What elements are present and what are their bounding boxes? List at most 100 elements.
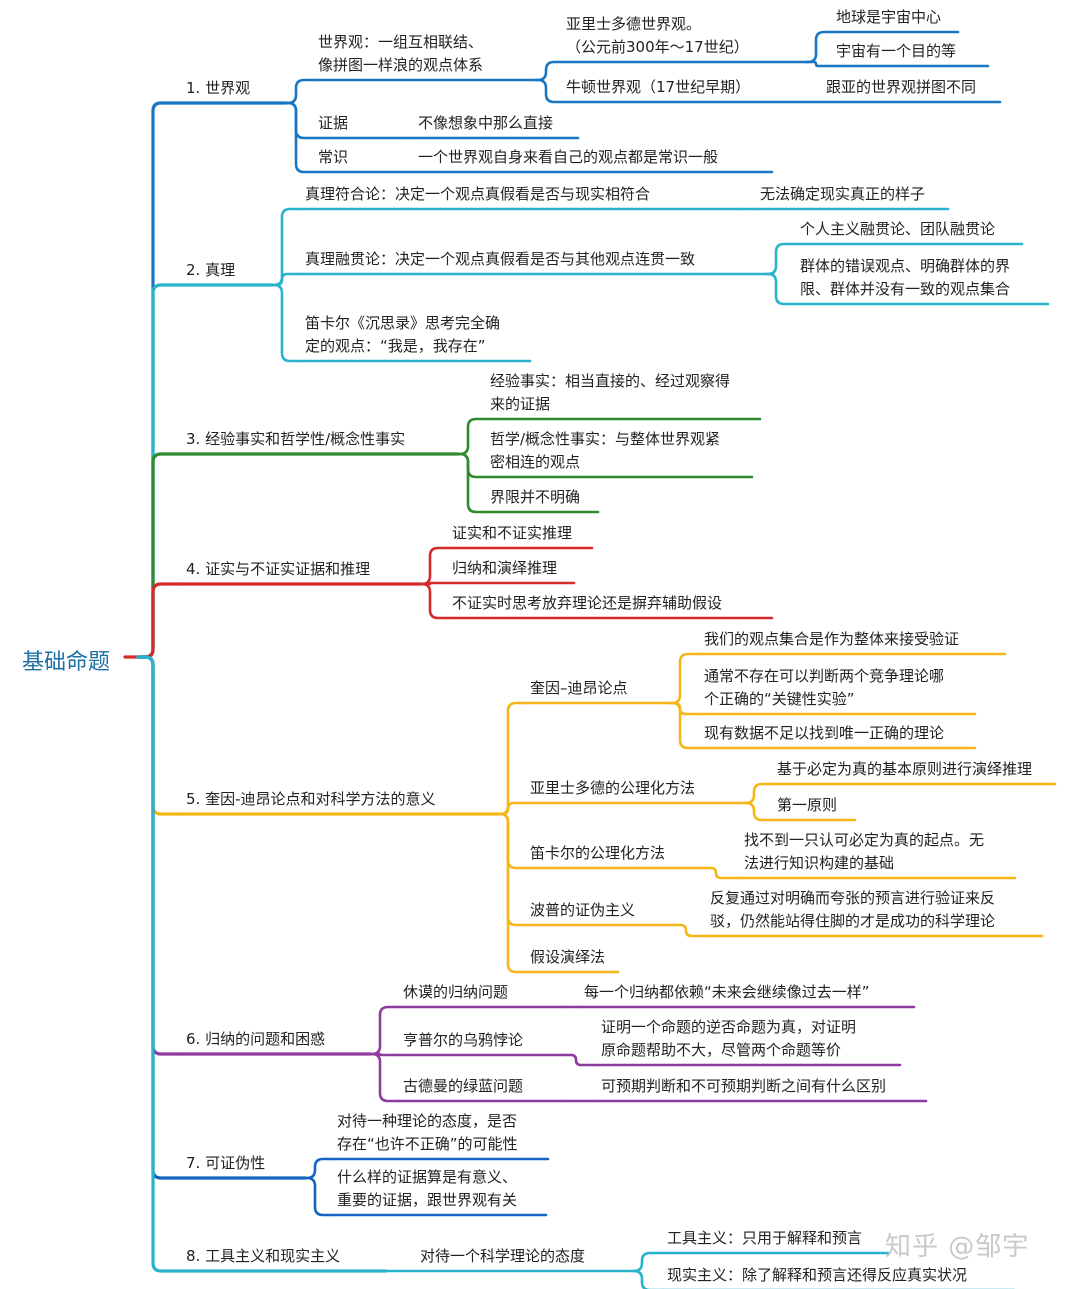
connector-line — [456, 417, 488, 456]
node-label[interactable]: 现有数据不足以找到唯一正确的理论 — [704, 724, 945, 742]
connector-line — [668, 701, 702, 716]
node-label[interactable]: 工具主义：只用于解释和预言 — [667, 1229, 863, 1247]
connector-line — [804, 30, 834, 64]
node-label[interactable]: 世界观：一组互相联结、 — [318, 33, 484, 51]
connector-line — [284, 78, 316, 105]
node-label[interactable]: 哲学/概念性事实：与整体世界观紧 — [490, 430, 721, 448]
connector-line — [764, 272, 798, 306]
node-label[interactable]: （公元前300年～17世纪） — [566, 38, 749, 56]
branch-label[interactable]: 7. 可证伪性 — [186, 1154, 266, 1172]
connector-line — [418, 581, 450, 586]
node-label[interactable]: 常识 — [318, 148, 349, 166]
node-label[interactable]: 反复通过对明确而夸张的预言进行验证来反 — [710, 889, 996, 907]
trunk-connector — [136, 582, 184, 659]
node-label[interactable]: 重要的证据，跟世界观有关 — [337, 1191, 518, 1209]
node-label[interactable]: 无法确定现实真正的样子 — [760, 185, 926, 203]
connector-line — [270, 272, 303, 287]
node-label[interactable]: 不证实时思考放弃理论还是摒弃辅助假设 — [452, 594, 723, 612]
node-label[interactable]: 密相连的观点 — [490, 453, 581, 471]
node-label[interactable]: 真理符合论：决定一个观点真假看是否与现实相符合 — [305, 185, 651, 203]
node-label[interactable]: 定的观点：“我是，我存在” — [305, 337, 486, 355]
node-label[interactable]: 证实和不证实推理 — [452, 524, 573, 542]
connector-line — [630, 1251, 665, 1273]
node-label[interactable]: 存在“也许不正确”的可能性 — [337, 1135, 518, 1153]
node-label[interactable]: 牛顿世界观（17世纪早期） — [566, 78, 751, 96]
connector-line — [368, 1052, 401, 1103]
node-label[interactable]: 一个世界观自身来看自己的观点都是常识一般 — [418, 148, 719, 166]
node-label[interactable]: 像拼图一样浪的观点体系 — [318, 56, 484, 74]
node-label[interactable]: 跟亚的世界观拼图不同 — [826, 78, 977, 96]
branch-label[interactable]: 5. 奎因-迪昂论点和对科学方法的意义 — [186, 790, 436, 808]
node-label[interactable]: 证明一个命题的逆否命题为真，对证明 — [601, 1018, 857, 1036]
branch-label[interactable]: 4. 证实与不证实证据和推理 — [186, 560, 371, 578]
node-label[interactable]: 驳，仍然能站得住脚的才是成功的科学理论 — [710, 912, 996, 930]
node-label[interactable]: 亨普尔的乌鸦悖论 — [403, 1031, 524, 1049]
node-label[interactable]: 第一原则 — [777, 796, 838, 814]
connector-line — [456, 452, 488, 479]
connector-line — [534, 60, 564, 82]
node-label[interactable]: 个正确的“关键性实验” — [704, 690, 855, 708]
branch-label[interactable]: 8. 工具主义和现实主义 — [186, 1247, 341, 1265]
connector-line — [674, 923, 708, 938]
connector-line — [764, 242, 798, 276]
node-label[interactable]: 亚里士多德的公理化方法 — [530, 779, 696, 797]
node-label[interactable]: 休谟的归纳问题 — [403, 983, 509, 1001]
connector-line — [368, 1052, 401, 1057]
node-label[interactable]: 假设演绎法 — [530, 948, 606, 966]
node-label[interactable]: 可预期判断和不可预期判断之间有什么区别 — [601, 1077, 887, 1095]
trunk-connector — [136, 283, 184, 659]
connector-line — [630, 1269, 664, 1289]
branch-label[interactable]: 2. 真理 — [186, 261, 236, 279]
connector-line — [564, 1053, 599, 1067]
node-label[interactable]: 每一个归纳都依赖“未来会继续像过去一样” — [584, 983, 870, 1001]
node-label[interactable]: 对待一种理论的态度，是否 — [337, 1112, 518, 1130]
node-label[interactable]: 对待一个科学理论的态度 — [420, 1247, 586, 1265]
node-label[interactable]: 法进行知识构建的基础 — [744, 854, 895, 872]
node-label[interactable]: 归纳和演绎推理 — [452, 559, 558, 577]
node-label[interactable]: 个人主义融贯论、团队融贯论 — [800, 220, 996, 238]
branch-label[interactable]: 6. 归纳的问题和困惑 — [186, 1030, 326, 1048]
node-label[interactable]: 经验事实：相当直接的、经过观察得 — [490, 372, 731, 390]
trunk-connector — [136, 655, 184, 1056]
node-label[interactable]: 找不到一只认可必定为真的起点。无 — [744, 831, 985, 849]
node-label[interactable]: 不像想象中那么直接 — [418, 114, 554, 132]
node-label[interactable]: 证据 — [318, 114, 349, 132]
node-label[interactable]: 现实主义：除了解释和预言还得反应真实状况 — [667, 1266, 968, 1284]
node-label[interactable]: 群体的错误观点、明确群体的界 — [800, 257, 1011, 275]
root-node[interactable]: 基础命题 — [22, 650, 111, 675]
node-label[interactable]: 限、群体并没有一致的观点集合 — [800, 280, 1011, 298]
connector-line — [742, 801, 775, 822]
node-label[interactable]: 亚里士多德世界观。 — [566, 15, 702, 33]
node-label[interactable]: 我们的观点集合是作为整体来接受验证 — [704, 630, 960, 648]
branch-label[interactable]: 1. 世界观 — [186, 79, 251, 97]
connector-line — [668, 652, 702, 705]
node-label[interactable]: 真理融贯论：决定一个观点真假看是否与其他观点连贯一致 — [305, 250, 696, 268]
node-label[interactable]: 地球是宇宙中心 — [836, 8, 942, 26]
node-label[interactable]: 来的证据 — [490, 395, 551, 413]
node-label[interactable]: 笛卡尔《沉思录》思考完全确 — [305, 314, 501, 332]
trunk-connector — [136, 655, 184, 816]
node-label[interactable]: 通常不存在可以判断两个竞争理论哪 — [704, 667, 945, 685]
node-label[interactable]: 奎因–迪昂论点 — [530, 679, 628, 697]
trunk-connector — [136, 101, 184, 659]
connector-line — [368, 1005, 401, 1056]
watermark: 知乎 @邹宇 — [885, 1232, 1030, 1262]
node-label[interactable]: 宇宙有一个目的等 — [836, 42, 957, 60]
connector-line — [496, 701, 528, 816]
connector-line — [704, 866, 742, 880]
node-label[interactable]: 基于必定为真的基本原则进行演绎推理 — [777, 760, 1033, 778]
branch-label[interactable]: 3. 经验事实和哲学性/概念性事实 — [186, 430, 406, 448]
connector-line — [496, 812, 528, 870]
connector-line — [496, 812, 528, 927]
node-label[interactable]: 波普的证伪主义 — [530, 901, 636, 919]
connector-line — [418, 582, 450, 620]
node-label[interactable]: 古德曼的绿蓝问题 — [403, 1077, 524, 1095]
connector-line — [496, 801, 528, 816]
node-label[interactable]: 界限并不明确 — [490, 488, 581, 506]
node-label[interactable]: 笛卡尔的公理化方法 — [530, 844, 666, 862]
connector-line — [668, 701, 702, 750]
node-label[interactable]: 原命题帮助不大，尽管两个命题等价 — [601, 1041, 842, 1059]
node-label[interactable]: 什么样的证据算是有意义、 — [337, 1168, 518, 1186]
